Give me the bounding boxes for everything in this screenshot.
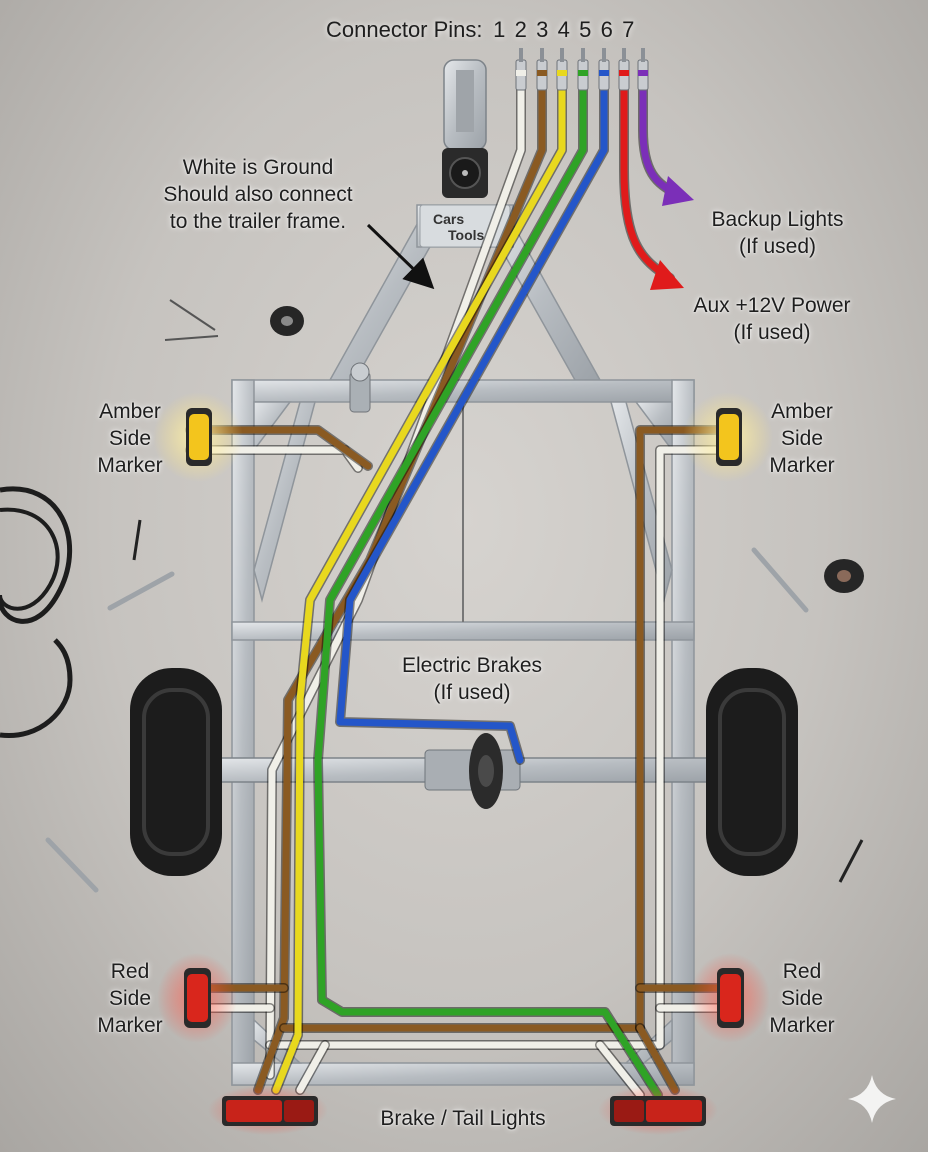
coupler-jack-hardware xyxy=(349,362,371,413)
pin-number: 4 xyxy=(557,17,570,42)
pin-number: 5 xyxy=(579,17,592,42)
red-marker-left xyxy=(157,953,237,1043)
pin-color-band-7 xyxy=(638,70,648,76)
axle-assembly xyxy=(204,733,721,809)
ground-note-arrow xyxy=(366,223,435,290)
pin-tip-4 xyxy=(581,48,585,62)
electric-brakes-label: Electric Brakes (If used) xyxy=(401,654,543,704)
pin-color-band-2 xyxy=(537,70,547,76)
trailer-coupler xyxy=(442,59,488,198)
pin-number: 3 xyxy=(536,17,549,42)
wire-white-rear-right xyxy=(596,1041,644,1099)
logo-text-line1: Cars xyxy=(433,211,464,227)
aux-arrow-head xyxy=(650,260,684,290)
pin-number: 7 xyxy=(622,17,635,42)
wire-yellow-trunk xyxy=(272,84,566,1094)
pin-color-band-6 xyxy=(619,70,629,76)
brake-tail-lights-label: Brake / Tail Lights xyxy=(380,1107,546,1130)
pin-number: 6 xyxy=(600,17,613,42)
amber-marker-right-label: Amber Side Marker xyxy=(769,400,835,477)
red-marker-left-label: Red Side Marker xyxy=(97,960,163,1037)
red-marker-right xyxy=(690,953,770,1043)
pin-tip-5 xyxy=(602,48,606,62)
pin-tip-2 xyxy=(540,48,544,62)
red-marker-right-label: Red Side Marker xyxy=(769,960,835,1037)
pin-color-band-3 xyxy=(557,70,567,76)
pin-color-band-5 xyxy=(599,70,609,76)
ground-note-label: White is Ground Should also connect to t… xyxy=(163,156,353,233)
pin-number: 1 xyxy=(493,17,506,42)
brake-tail-light-left xyxy=(208,1085,328,1135)
tire-right xyxy=(706,668,798,876)
background-tools xyxy=(0,299,864,893)
backup-lights-label: Backup Lights (If used) xyxy=(711,208,844,258)
logo-text-line2: Tools xyxy=(448,227,485,243)
pin-tip-6 xyxy=(622,48,626,62)
pin-number: 2 xyxy=(514,17,527,42)
pin-color-band-4 xyxy=(578,70,588,76)
amber-marker-right xyxy=(683,392,773,482)
pin-tip-3 xyxy=(560,48,564,62)
wire-white-rear-left xyxy=(296,1041,329,1094)
pin-tip-1 xyxy=(519,48,523,62)
wire-brown-rear-right xyxy=(636,1024,679,1094)
pin-color-band-1 xyxy=(516,70,526,76)
wire-green-trunk xyxy=(314,84,662,1099)
pin-tip-7 xyxy=(641,48,645,62)
connector-pins-label: Connector Pins: xyxy=(326,17,483,42)
brake-tail-light-right xyxy=(598,1085,718,1135)
sparkle-watermark-icon xyxy=(848,1075,896,1123)
connector-pin-terminals xyxy=(515,48,649,91)
wire-white-ground-trunk xyxy=(266,84,525,1079)
backup-arrow-head xyxy=(662,176,694,206)
amber-marker-left xyxy=(153,392,243,482)
wire-blue-trunk xyxy=(336,84,608,764)
amber-marker-left-label: Amber Side Marker xyxy=(97,400,163,477)
connector-pins-header: Connector Pins: 1 2 3 4 5 6 7 xyxy=(326,15,639,45)
tire-left xyxy=(130,668,222,876)
aux-power-label: Aux +12V Power (If used) xyxy=(693,294,851,344)
